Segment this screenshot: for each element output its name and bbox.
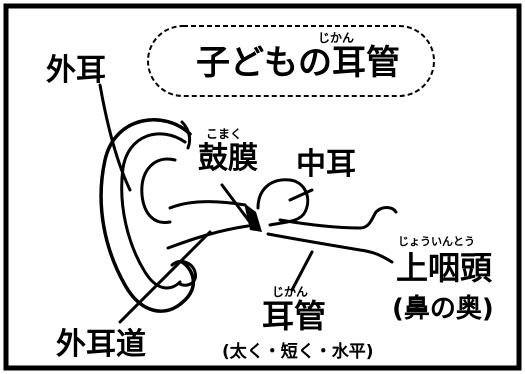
eustachian-tube-lower [266, 232, 394, 264]
middle-ear-cavity [256, 178, 310, 227]
page-title: 子どもの耳管 [196, 43, 400, 83]
pinna-inner [120, 132, 187, 290]
leader-ear-canal [118, 230, 212, 324]
nasopharynx-ruby: じょういんとう [398, 235, 475, 248]
eardrum-label: 鼓膜 [198, 141, 258, 176]
nasopharynx-label: 上咽頭 [396, 249, 493, 287]
ear-canal-lower [166, 224, 250, 250]
title-pill-outline [147, 25, 435, 97]
outer-ear-label: 外耳 [46, 53, 106, 88]
leader-eardrum [220, 183, 254, 227]
border [3, 3, 522, 371]
top-curl [180, 120, 192, 150]
leader-outer-ear [98, 83, 132, 192]
pinna-outer [99, 118, 196, 313]
eustachian-tube-upper [278, 206, 398, 230]
nasopharynx-note: (鼻の奥) [392, 294, 494, 324]
eustachian-label: 耳管 [262, 297, 327, 335]
helix-fold [140, 157, 177, 225]
eardrum-ruby: こまく [206, 127, 243, 141]
eustachian-ruby: じかん [272, 285, 309, 299]
title-ruby: じかん [318, 31, 355, 45]
leader-middle-ear [288, 188, 314, 202]
eardrum-membrane [244, 203, 262, 232]
middle-ear-label: 中耳 [296, 147, 356, 182]
ear-canal-label: 外耳道 [56, 327, 146, 362]
eustachian-note: (太く・短く・水平) [222, 342, 374, 362]
leader-eustachian [290, 250, 314, 292]
